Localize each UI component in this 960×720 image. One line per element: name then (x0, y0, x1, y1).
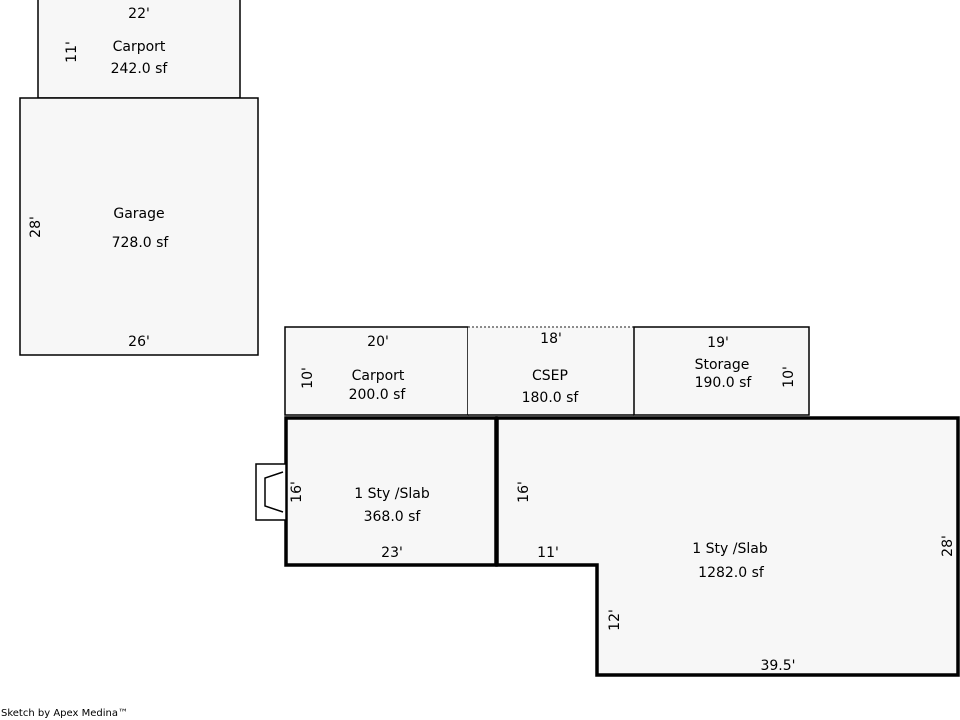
sty-large-area: 16' 11' 12' 1 Sty /Slab 1282.0 sf 39.5' … (495, 416, 960, 677)
storage-area-label: 190.0 sf (695, 375, 753, 391)
storage-depth-dim: 10' (781, 366, 797, 388)
csep-width-dim: 18' (540, 331, 562, 347)
sty-small-outline (284, 416, 498, 567)
csep-area-label: 180.0 sf (522, 390, 580, 406)
garage-area-label: 728.0 sf (112, 235, 170, 251)
carport-small-area: 20' 10' Carport 200.0 sf (284, 326, 469, 416)
storage-width-dim: 19' (707, 335, 729, 351)
carport-small-outline (284, 326, 469, 416)
garage-depth-dim: 28' (28, 216, 44, 238)
carport-top-depth-dim: 11' (64, 41, 80, 63)
garage-area: Garage 728.0 sf 28' 26' (19, 97, 259, 356)
storage-area: 19' Storage 190.0 sf 10' (633, 326, 810, 416)
garage-outline (19, 97, 259, 356)
sty-small-depth-dim: 16' (289, 481, 305, 503)
sty-small-name: 1 Sty /Slab (354, 486, 430, 502)
sty-large-area-label: 1282.0 sf (698, 565, 765, 581)
carport-small-width-dim: 20' (367, 334, 389, 350)
carport-small-name: Carport (352, 368, 405, 384)
csep-fill (468, 327, 634, 415)
sty-large-step-depth-dim: 12' (607, 609, 623, 631)
carport-top-area: 22' 11' Carport 242.0 sf (37, 0, 241, 99)
storage-name: Storage (695, 357, 750, 373)
garage-name: Garage (113, 206, 164, 222)
sty-small-width-dim: 23' (381, 545, 403, 561)
sty-small-area: 16' 1 Sty /Slab 368.0 sf 23' (284, 416, 498, 567)
sty-large-name: 1 Sty /Slab (692, 541, 768, 557)
sty-large-step-dim: 11' (537, 545, 559, 561)
chimney-hearth (264, 471, 284, 513)
carport-small-area-label: 200.0 sf (349, 387, 407, 403)
sty-large-right-dim: 28' (940, 535, 956, 557)
carport-top-width-dim: 22' (128, 6, 150, 22)
garage-width-dim: 26' (128, 334, 150, 350)
sty-large-bottom-dim: 39.5' (760, 658, 795, 674)
sty-large-outline (495, 416, 960, 677)
csep-area: 18' CSEP 180.0 sf (468, 326, 634, 416)
carport-top-area-label: 242.0 sf (111, 61, 169, 77)
sketch-credit: Sketch by Apex Medina™ (1, 708, 128, 719)
sty-large-left-dim: 16' (516, 481, 532, 503)
csep-name: CSEP (532, 368, 568, 384)
carport-top-name: Carport (113, 39, 166, 55)
sty-small-area-label: 368.0 sf (364, 509, 422, 525)
chimney-symbol (255, 463, 287, 521)
storage-outline (633, 326, 810, 416)
carport-small-depth-dim: 10' (300, 367, 316, 389)
